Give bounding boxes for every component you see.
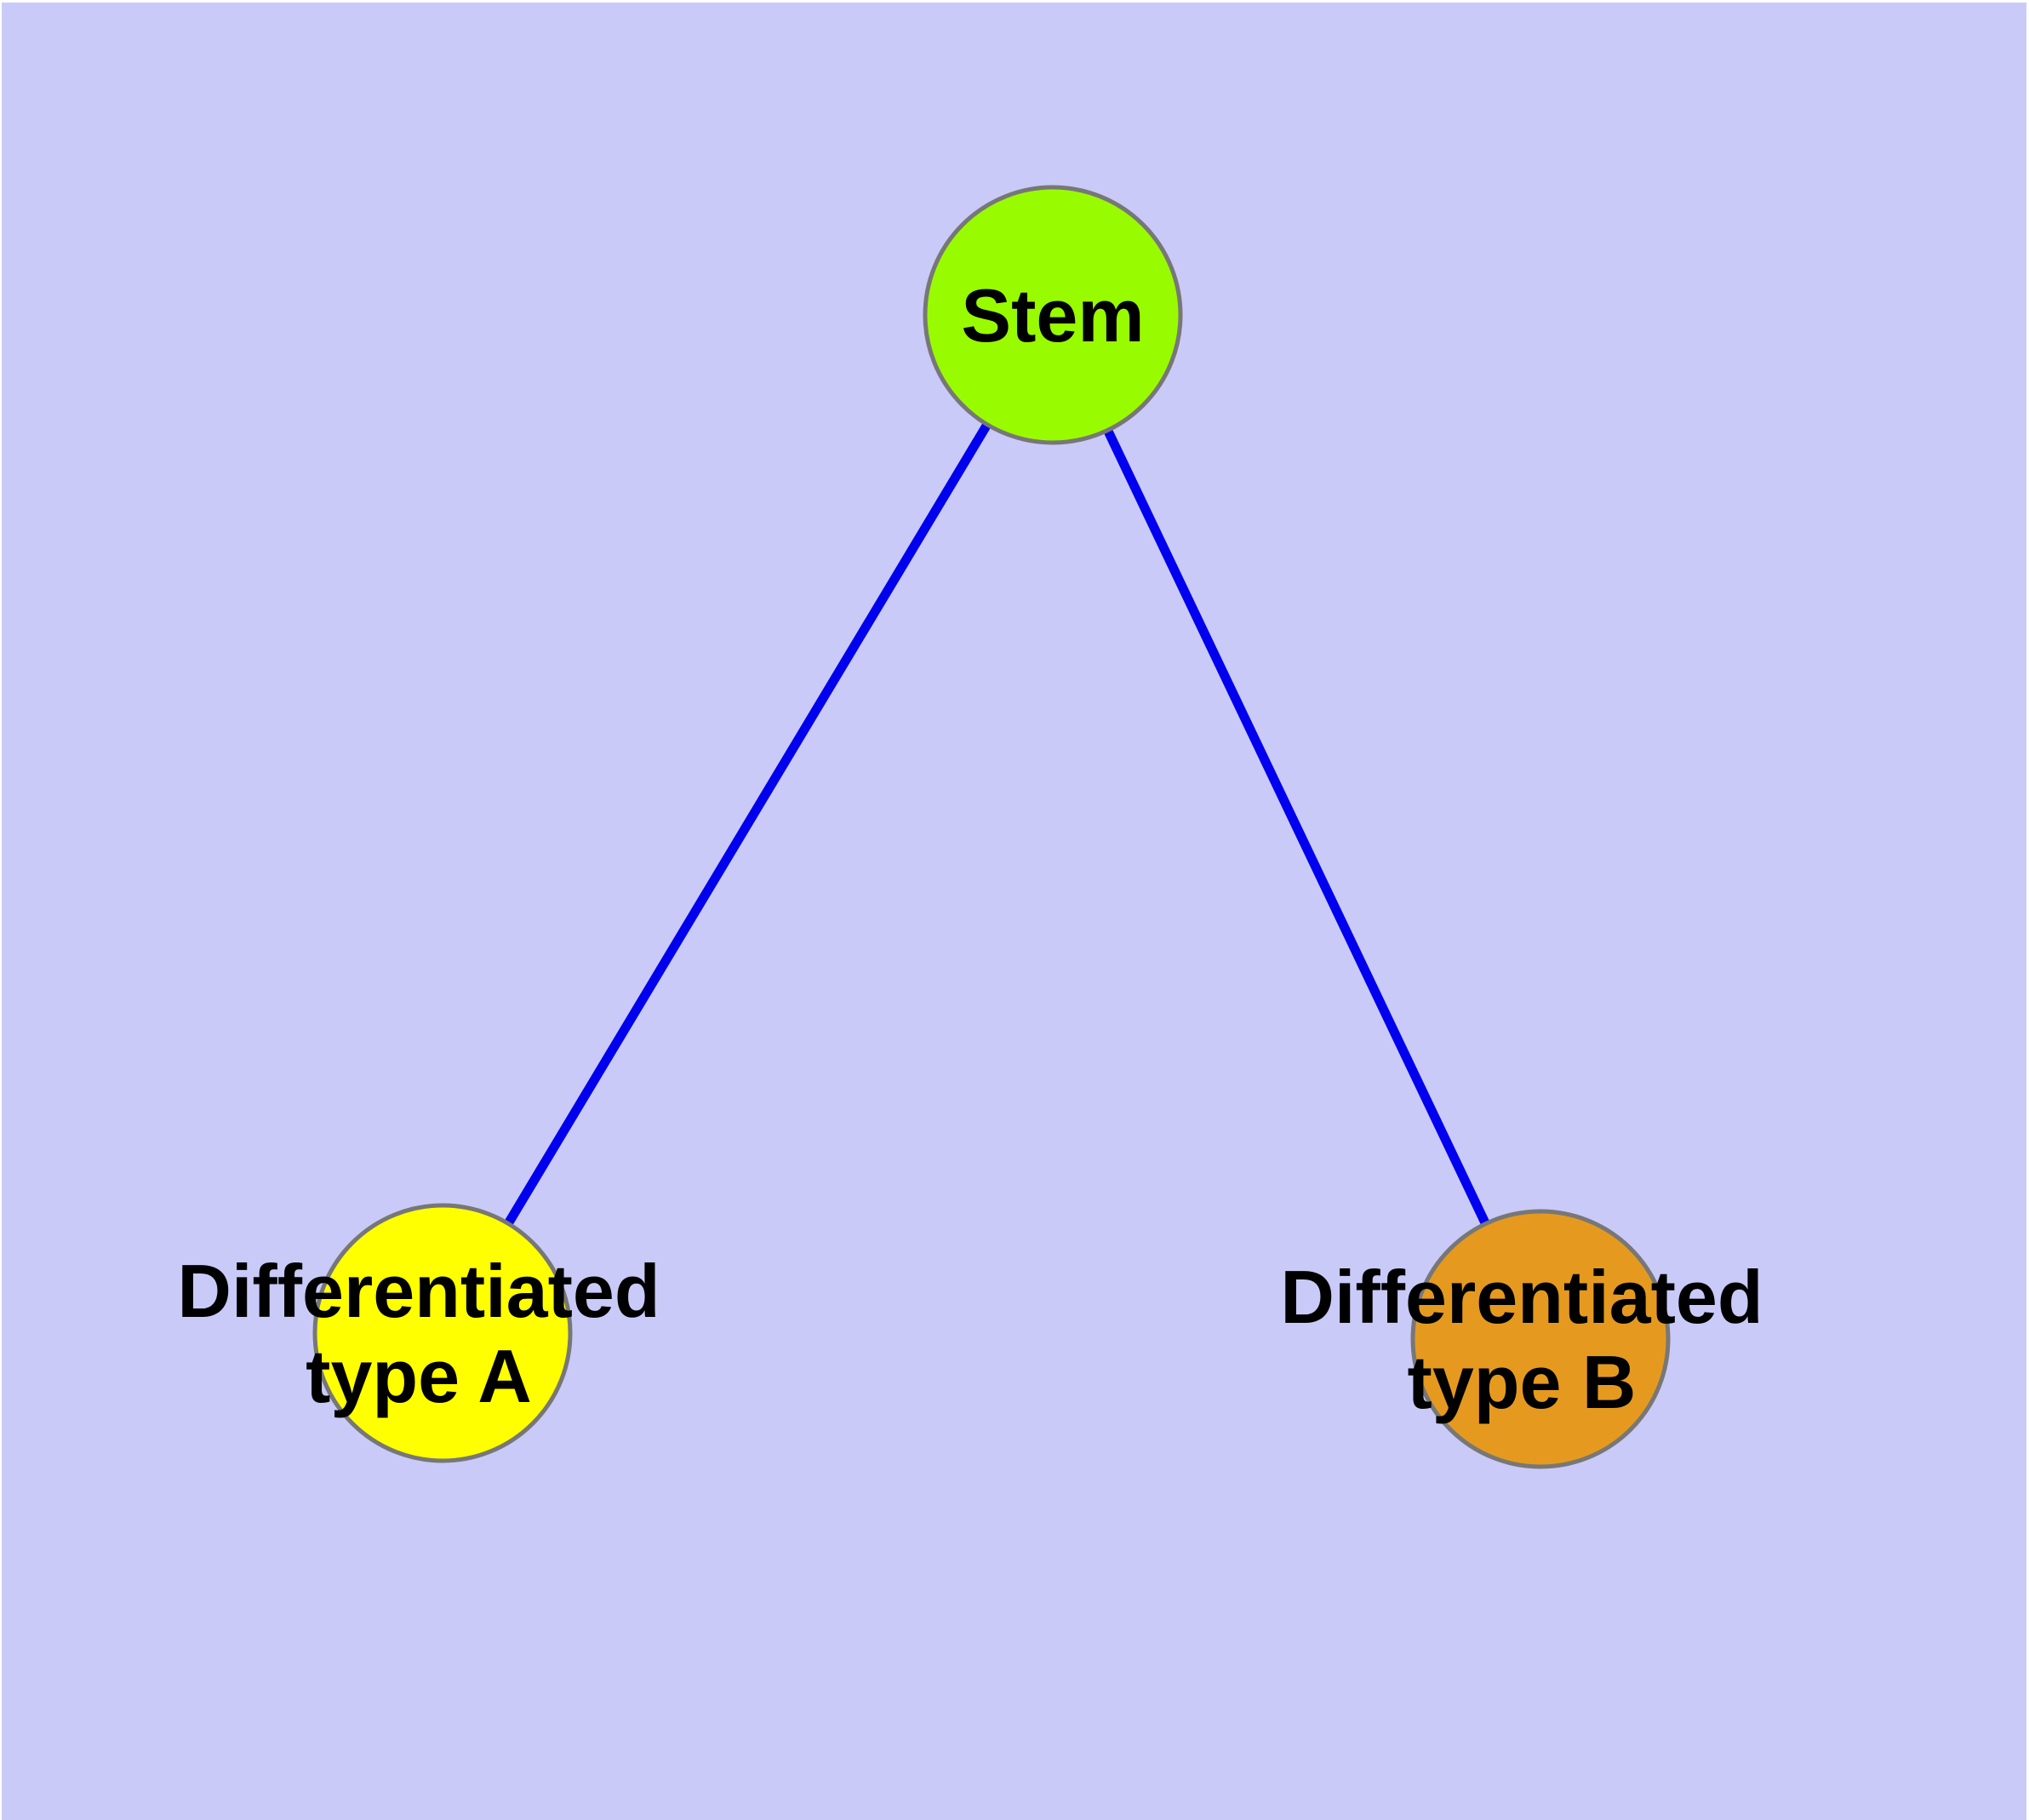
node-stem (923, 185, 1183, 445)
edge-stem-to-differentiated-type-a (438, 312, 1057, 1336)
node-differentiated-type-b (1410, 1209, 1671, 1469)
node-label-stem: Stem (961, 273, 1144, 358)
edge-stem-to-differentiated-type-b (1049, 312, 1545, 1342)
node-differentiated-type-a (312, 1203, 573, 1463)
